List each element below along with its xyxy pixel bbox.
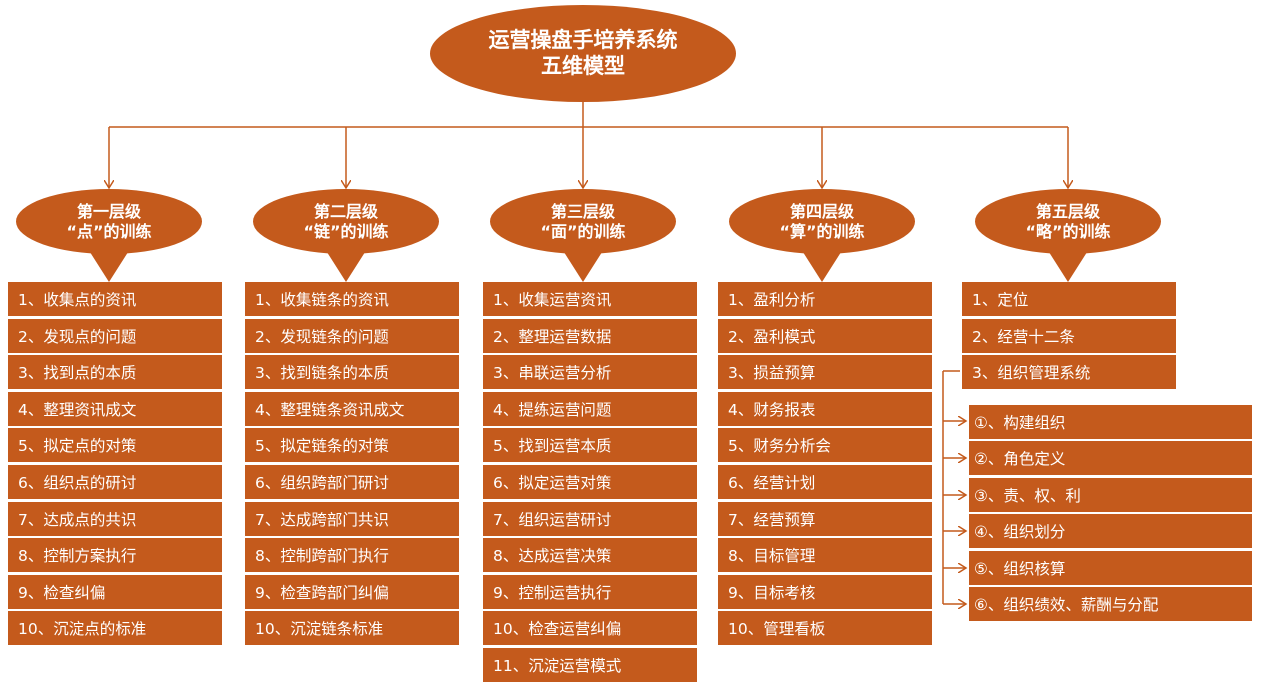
list-item: 3、损益预算 [718,355,932,390]
root-title-line2: 五维模型 [541,53,625,78]
list-item: 2、发现链条的问题 [245,318,459,353]
sub-list-item: ①、构建组织 [969,405,1252,439]
list-item: 7、组织运营研讨 [483,501,697,536]
list-item: 2、整理运营数据 [483,318,697,353]
sub-list-item: ②、角色定义 [969,441,1252,476]
list-item: 9、目标考核 [718,574,932,609]
list-item: 10、沉淀点的标准 [8,611,222,646]
list-item: 6、拟定运营对策 [483,464,697,499]
level-subtitle: “面”的训练 [540,221,626,241]
level-1-pointer [88,249,130,282]
list-item: 5、财务分析会 [718,428,932,463]
sub-list-item: ⑤、组织核算 [969,550,1252,585]
level-title: 第五层级 [1035,202,1100,222]
list-item: 5、找到运营本质 [483,428,697,463]
sub-list-item: ③、责、权、利 [969,477,1252,512]
level-title: 第三层级 [550,202,615,222]
list-item: 1、定位 [962,282,1176,316]
list-item: 9、控制运营执行 [483,574,697,609]
list-item: 9、检查跨部门纠偏 [245,574,459,609]
list-item: 2、发现点的问题 [8,318,222,353]
sub-list-item: ④、组织划分 [969,514,1252,549]
level-3-list: 1、收集运营资讯 2、整理运营数据 3、串联运营分析 4、提练运营问题 5、找到… [483,282,697,685]
level-4-pointer [801,249,843,282]
level-5-pointer [1047,249,1089,282]
level-4-node: 第四层级 “算”的训练 [729,189,915,254]
list-item: 4、提练运营问题 [483,391,697,426]
list-item: 7、经营预算 [718,501,932,536]
list-item: 6、经营计划 [718,464,932,499]
level-5-node: 第五层级 “略”的训练 [975,189,1161,254]
list-item: 10、管理看板 [718,611,932,646]
level-subtitle: “算”的训练 [779,221,865,241]
list-item: 3、串联运营分析 [483,355,697,390]
level-5-sublist: ①、构建组织 ②、角色定义 ③、责、权、利 ④、组织划分 ⑤、组织核算 ⑥、组织… [969,405,1252,623]
list-item: 1、收集运营资讯 [483,282,697,316]
list-item: 2、经营十二条 [962,318,1176,353]
level-subtitle: “点”的训练 [66,221,152,241]
level-4-list: 1、盈利分析 2、盈利模式 3、损益预算 4、财务报表 5、财务分析会 6、经营… [718,282,932,648]
level-3-node: 第三层级 “面”的训练 [490,189,676,254]
list-item: 8、控制跨部门执行 [245,538,459,573]
level-title: 第二层级 [313,202,378,222]
level-2-pointer [325,249,367,282]
level-1-list: 1、收集点的资讯 2、发现点的问题 3、找到点的本质 4、整理资讯成文 5、拟定… [8,282,222,648]
list-item: 6、组织点的研讨 [8,464,222,499]
list-item: 4、财务报表 [718,391,932,426]
list-item: 4、整理资讯成文 [8,391,222,426]
level-5-list: 1、定位 2、经营十二条 3、组织管理系统 [962,282,1176,392]
list-item: 5、拟定链条的对策 [245,428,459,463]
list-item: 10、检查运营纠偏 [483,611,697,646]
root-title-line1: 运营操盘手培养系统 [488,28,678,53]
root-node: 运营操盘手培养系统 五维模型 [430,5,736,102]
list-item: 10、沉淀链条标准 [245,611,459,646]
list-item: 9、检查纠偏 [8,574,222,609]
list-item: 8、达成运营决策 [483,538,697,573]
level-2-list: 1、收集链条的资讯 2、发现链条的问题 3、找到链条的本质 4、整理链条资讯成文… [245,282,459,648]
level-2-node: 第二层级 “链”的训练 [253,189,439,254]
level-3-pointer [562,249,604,282]
list-item: 1、收集链条的资讯 [245,282,459,316]
list-item: 2、盈利模式 [718,318,932,353]
list-item: 5、拟定点的对策 [8,428,222,463]
list-item: 7、达成点的共识 [8,501,222,536]
list-item: 1、盈利分析 [718,282,932,316]
list-item: 3、找到链条的本质 [245,355,459,390]
list-item: 3、找到点的本质 [8,355,222,390]
level-title: 第四层级 [789,202,854,222]
list-item: 8、目标管理 [718,538,932,573]
list-item: 4、整理链条资讯成文 [245,391,459,426]
list-item: 6、组织跨部门研讨 [245,464,459,499]
list-item: 1、收集点的资讯 [8,282,222,316]
level-subtitle: “链”的训练 [303,221,389,241]
list-item: 11、沉淀运营模式 [483,647,697,682]
list-item: 8、控制方案执行 [8,538,222,573]
level-title: 第一层级 [76,202,141,222]
list-item: 3、组织管理系统 [962,355,1176,390]
list-item: 7、达成跨部门共识 [245,501,459,536]
level-1-node: 第一层级 “点”的训练 [16,189,202,254]
sub-list-item: ⑥、组织绩效、薪酬与分配 [969,586,1252,621]
level-subtitle: “略”的训练 [1025,221,1111,241]
